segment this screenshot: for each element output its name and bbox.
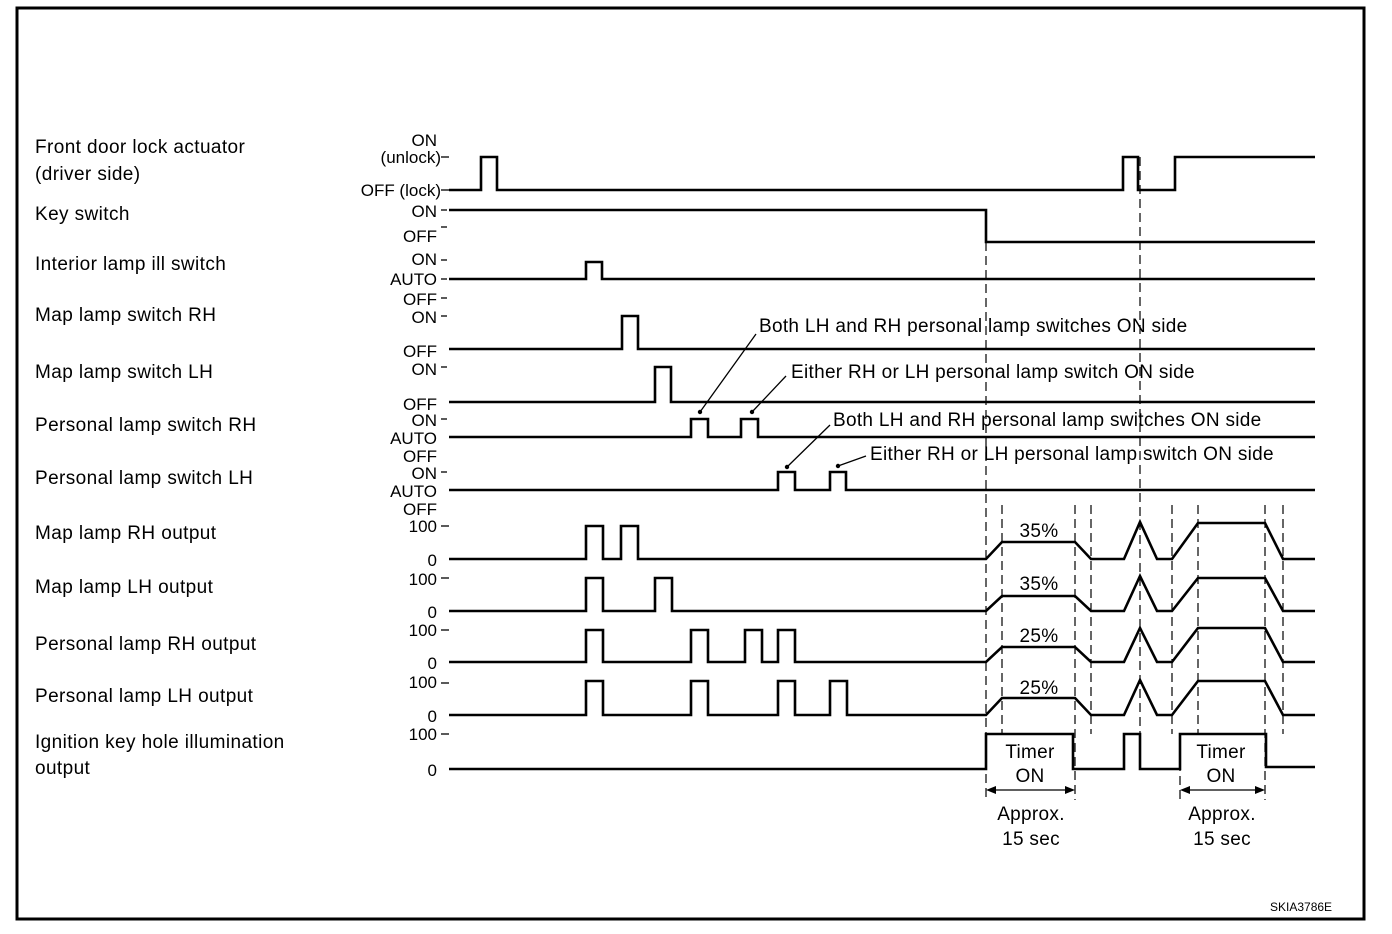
trace-ignition-output — [449, 732, 1315, 771]
lvl-psrh-auto: AUTO — [390, 429, 437, 448]
note-either-rh: Either RH or LH personal lamp switch ON … — [791, 362, 1195, 383]
trace-personal-lh-output — [449, 676, 1315, 717]
trace-personal-rh-output — [449, 625, 1315, 664]
lvl-key-on: ON — [412, 202, 438, 221]
label-door-2: (driver side) — [35, 164, 141, 185]
lvl-maprhout-100: 100 — [409, 517, 437, 536]
label-interior-lamp: Interior lamp ill switch — [35, 254, 226, 275]
label-map-rh-output: Map lamp RH output — [35, 523, 217, 544]
pct-personal-rh: 25% — [1020, 626, 1059, 647]
duration-1-line1: Approx. — [997, 804, 1065, 825]
note-both-lh: Both LH and RH personal lamp switches ON… — [833, 410, 1262, 431]
duration-2-line2: 15 sec — [1193, 829, 1251, 850]
lvl-maprhout-0: 0 — [428, 551, 437, 570]
pct-map-lh: 35% — [1020, 574, 1059, 595]
trace-personal-switch-rh — [449, 417, 1315, 439]
label-ignition-2: output — [35, 758, 91, 779]
lvl-maplhout-100: 100 — [409, 570, 437, 589]
callouts: Both LH and RH personal lamp switches ON… — [697, 316, 1274, 470]
label-ignition-1: Ignition key hole illumination — [35, 732, 285, 753]
pct-map-rh: 35% — [1020, 521, 1059, 542]
note-both-rh: Both LH and RH personal lamp switches ON… — [759, 316, 1188, 337]
label-map-switch-rh: Map lamp switch RH — [35, 305, 216, 326]
lvl-door-unlock: (unlock) — [381, 148, 441, 167]
timer-2-line2: ON — [1206, 766, 1235, 787]
lvl-psrh-off: OFF — [403, 447, 437, 466]
lvl-pslh-auto: AUTO — [390, 482, 437, 501]
label-personal-switch-rh: Personal lamp switch RH — [35, 415, 256, 436]
timer-1-line1: Timer — [1005, 742, 1055, 763]
lvl-maplhout-0: 0 — [428, 603, 437, 622]
lvl-pslh-off: OFF — [403, 500, 437, 519]
label-key-switch: Key switch — [35, 204, 130, 225]
lvl-interior-off: OFF — [403, 290, 437, 309]
diagram-frame — [15, 6, 1366, 921]
trace-interior-lamp — [449, 260, 1315, 281]
level-labels: ON (unlock) OFF (lock) ON OFF ON AUTO OF… — [361, 131, 441, 780]
label-door-1: Front door lock actuator — [35, 137, 246, 158]
figure-code: SKIA3786E — [1270, 900, 1332, 914]
lvl-maplh-off: OFF — [403, 395, 437, 414]
lvl-key-off: OFF — [403, 227, 437, 246]
label-map-switch-lh: Map lamp switch LH — [35, 362, 213, 383]
trace-map-rh-output — [449, 518, 1315, 561]
pct-personal-lh: 25% — [1020, 678, 1059, 699]
lvl-maplh-on: ON — [412, 360, 438, 379]
trace-map-switch-rh — [449, 314, 1315, 351]
trace-map-lh-output — [449, 572, 1315, 613]
lvl-interior-on: ON — [412, 250, 438, 269]
label-personal-lh-output: Personal lamp LH output — [35, 686, 254, 707]
lvl-plhout-0: 0 — [428, 707, 437, 726]
trace-personal-switch-lh — [449, 470, 1315, 492]
note-either-lh: Either RH or LH personal lamp switch ON … — [870, 444, 1274, 465]
trace-map-switch-lh — [449, 365, 1315, 404]
lvl-maprh-off: OFF — [403, 342, 437, 361]
level-ticks — [441, 156, 449, 735]
label-personal-rh-output: Personal lamp RH output — [35, 634, 257, 655]
timer-labels: Timer ON Timer ON — [1005, 742, 1246, 787]
lvl-door-on: ON — [412, 131, 438, 150]
timer-1-line2: ON — [1015, 766, 1044, 787]
lvl-ign-0: 0 — [428, 761, 437, 780]
label-personal-switch-lh: Personal lamp switch LH — [35, 468, 253, 489]
lvl-prhout-0: 0 — [428, 654, 437, 673]
lvl-ign-100: 100 — [409, 725, 437, 744]
lvl-prhout-100: 100 — [409, 621, 437, 640]
timer-2-line1: Timer — [1196, 742, 1246, 763]
time-markers — [985, 157, 1284, 800]
trace-key-switch — [449, 208, 1315, 244]
lvl-interior-auto: AUTO — [390, 270, 437, 289]
trace-door-lock — [449, 155, 1315, 192]
percent-labels: 35% 35% 25% 25% — [1020, 521, 1059, 699]
duration-2-line1: Approx. — [1188, 804, 1256, 825]
lvl-psrh-on: ON — [412, 411, 438, 430]
lvl-door-off: OFF (lock) — [361, 181, 441, 200]
lvl-plhout-100: 100 — [409, 673, 437, 692]
lvl-maprh-on: ON — [412, 308, 438, 327]
duration-arrows: Approx. 15 sec Approx. 15 sec — [986, 786, 1265, 850]
lvl-pslh-on: ON — [412, 464, 438, 483]
signal-labels: Front door lock actuator (driver side) K… — [35, 137, 285, 779]
label-map-lh-output: Map lamp LH output — [35, 577, 214, 598]
duration-1-line2: 15 sec — [1002, 829, 1060, 850]
